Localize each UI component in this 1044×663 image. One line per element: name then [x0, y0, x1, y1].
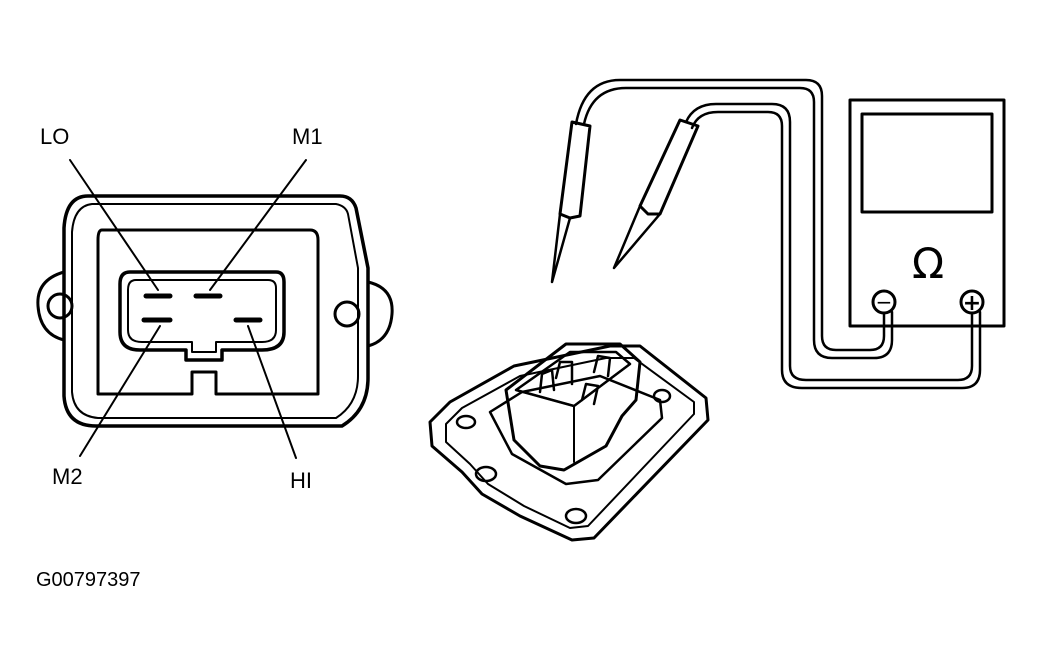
figure-id: G00797397 — [36, 569, 141, 591]
iso-hole-bottom — [564, 507, 588, 525]
negative-lead-wire — [574, 78, 886, 352]
positive-symbol: + — [963, 291, 981, 316]
iso-terminal-2 — [554, 360, 574, 386]
leader-hi — [247, 325, 297, 459]
negative-lead-wire-inner — [582, 86, 894, 360]
negative-symbol: − — [876, 290, 893, 314]
iso-hole-left — [474, 465, 498, 483]
right-mount-hole — [333, 300, 361, 328]
left-ear — [36, 270, 66, 342]
probe-left — [558, 120, 592, 220]
positive-lead-wire — [684, 102, 974, 382]
leader-m1 — [209, 159, 307, 291]
iso-recess — [488, 374, 664, 486]
probe-right — [638, 118, 700, 216]
iso-terminal-4 — [580, 382, 600, 406]
test-leads — [550, 78, 982, 390]
label-hi: HI — [290, 468, 312, 493]
resistor-flange-outline — [62, 194, 370, 428]
ohmmeter-body — [848, 98, 1006, 328]
resistor-flange-inner — [71, 203, 359, 419]
label-m1: M1 — [292, 124, 323, 149]
iso-flange-outer — [428, 344, 710, 542]
terminal-plug-outer — [118, 270, 286, 362]
terminal-plug-inner — [127, 279, 277, 353]
ohmmeter-screen — [860, 112, 994, 214]
recess-housing — [96, 228, 320, 396]
ohm-symbol: Ω — [912, 239, 944, 288]
iso-terminal-3 — [592, 354, 612, 378]
leader-m2 — [79, 325, 161, 457]
left-mount-hole — [46, 292, 74, 320]
iso-flange-inner — [445, 357, 695, 529]
iso-terminal-1 — [538, 368, 556, 394]
iso-hole-right — [652, 388, 672, 404]
probe-left-tip — [550, 212, 572, 284]
probe-right-tip — [612, 204, 662, 270]
resistor-isometric-view — [428, 342, 710, 542]
label-m2: M2 — [52, 464, 83, 489]
iso-hole-top — [455, 414, 477, 430]
iso-connector-housing — [504, 342, 642, 472]
positive-lead-wire-inner — [690, 110, 982, 390]
resistor-face-view — [36, 159, 394, 459]
right-ear — [366, 280, 394, 348]
label-lo: LO — [40, 124, 69, 149]
leader-lo — [69, 159, 159, 291]
